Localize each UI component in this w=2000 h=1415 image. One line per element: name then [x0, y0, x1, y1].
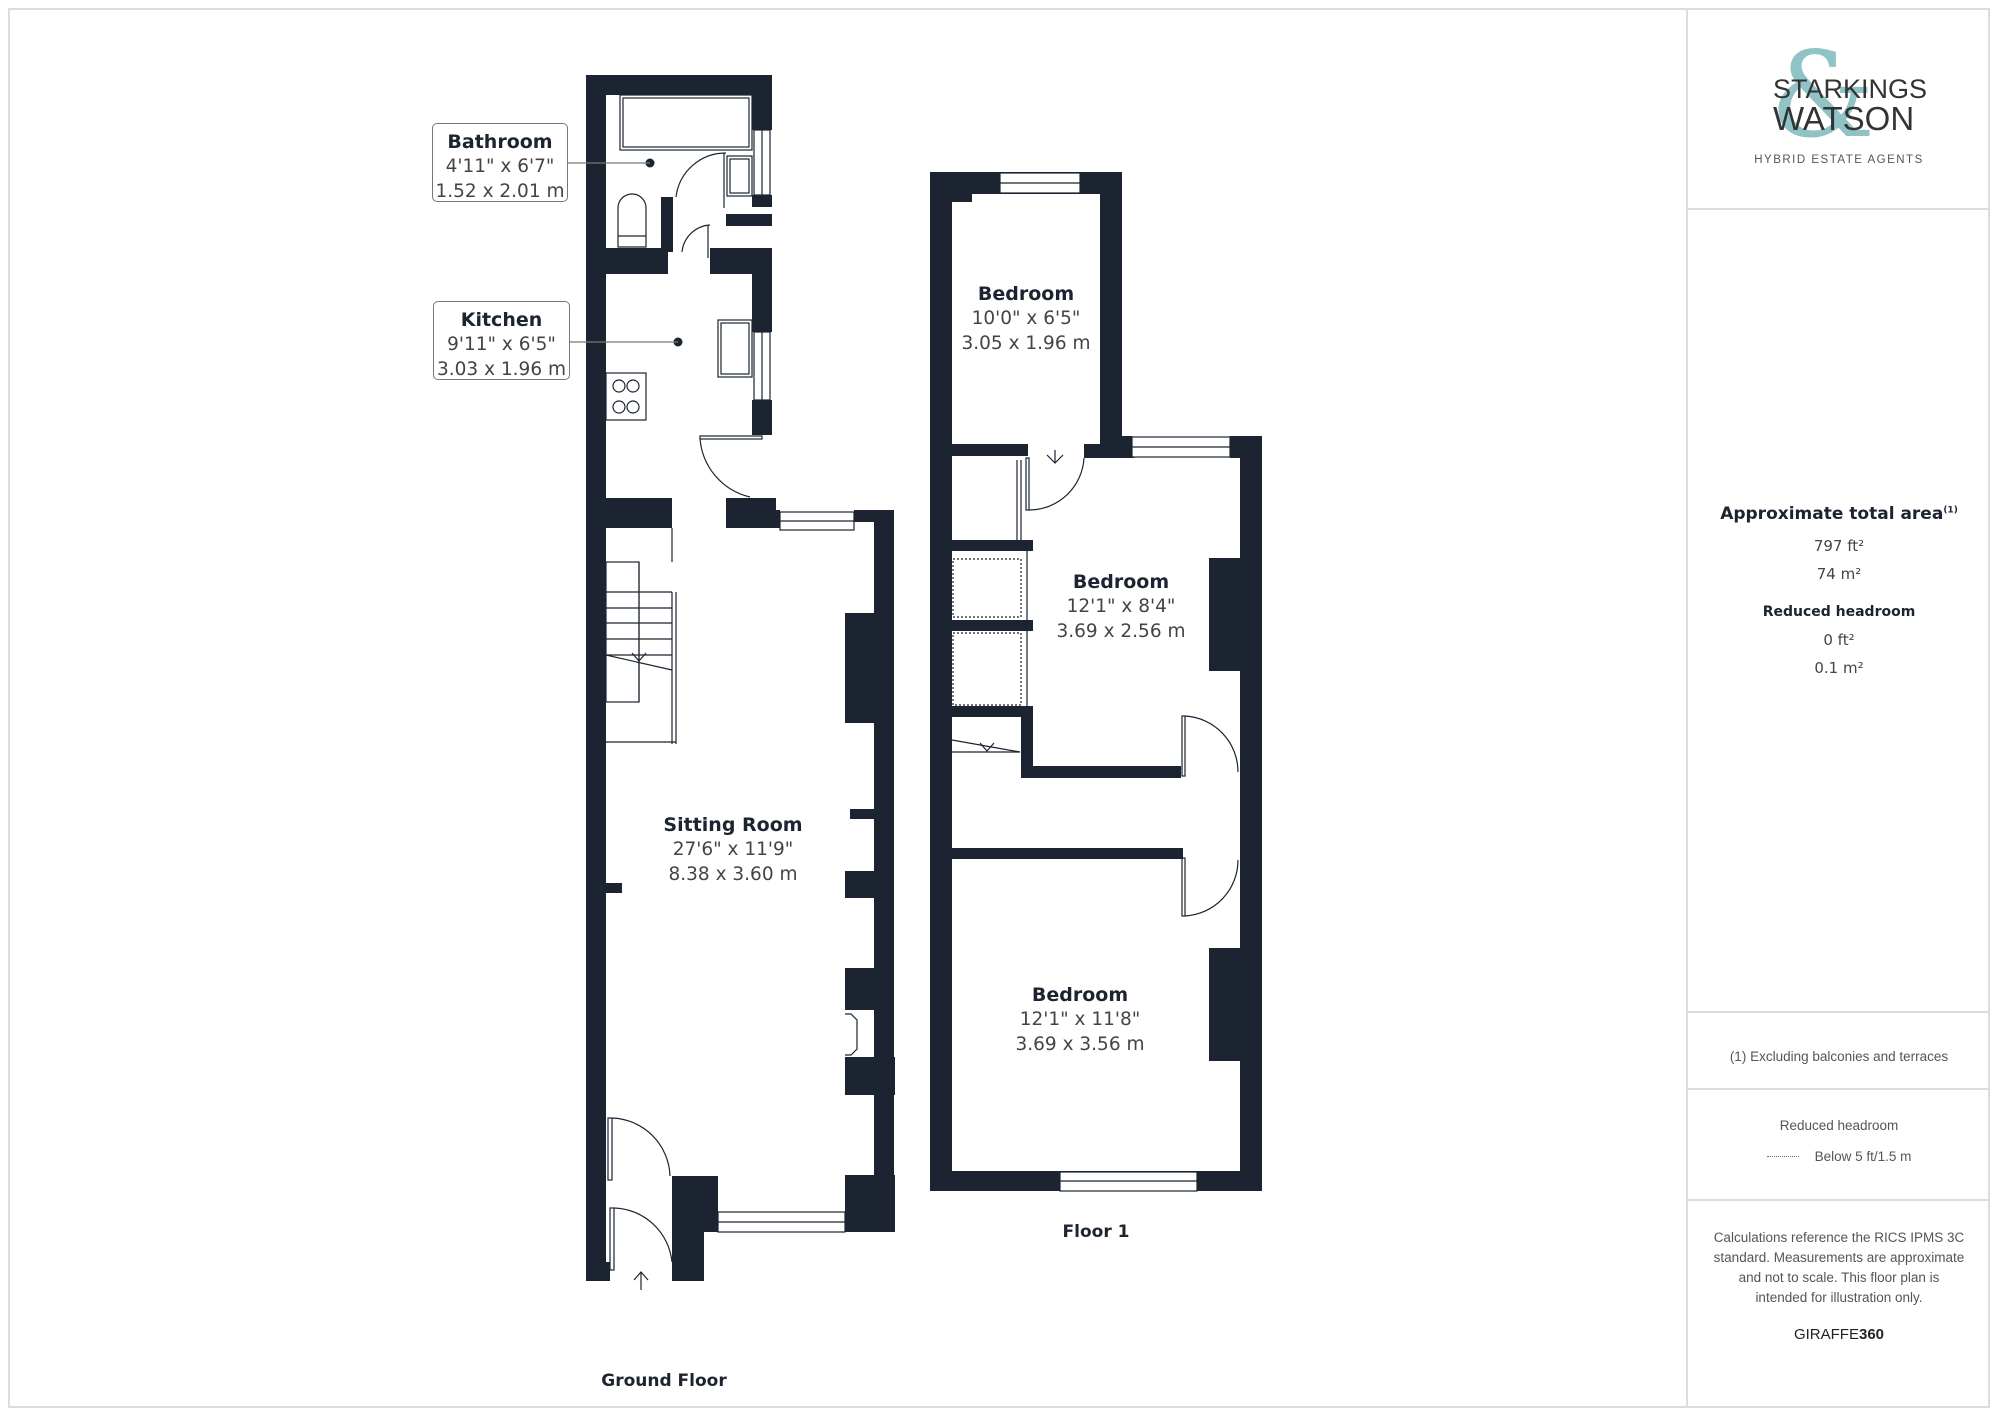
logo-line-2: WATSON [1773, 100, 1915, 137]
footnote: (1) Excluding balconies and terraces [1729, 1049, 1949, 1064]
callout-kitchen: Kitchen 9'11" x 6'5" 3.03 x 1.96 m [433, 301, 570, 380]
area-title: Approximate total area(1) [1720, 504, 1958, 524]
floor-label-ground: Ground Floor [601, 1371, 727, 1391]
room-name: Sitting Room [663, 814, 803, 836]
headroom-legend: Reduced headroom Below 5 ft/1.5 m [1688, 1118, 1990, 1164]
room-dim-metric: 3.05 x 1.96 m [961, 333, 1091, 354]
room-dim-imperial: 12'1" x 11'8" [1019, 1009, 1141, 1030]
room-dim-metric: 3.03 x 1.96 m [437, 359, 566, 380]
room-name: Bedroom [1072, 571, 1170, 593]
reduced-area-m: 0.1 m² [1814, 659, 1864, 677]
room-label-bedroom-1: Bedroom 10'0" x 6'5" 3.05 x 1.96 m [962, 282, 1091, 356]
ground-floor-fixtures [605, 94, 858, 1290]
disclaimer-section: Calculations reference the RICS IPMS 3C … [1688, 1228, 1990, 1343]
dotted-line-icon [1766, 1156, 1799, 1157]
room-name: Bedroom [1031, 984, 1129, 1006]
room-dim-imperial: 4'11" x 6'7" [445, 156, 555, 177]
divider [1688, 1011, 1990, 1013]
brand-logo: & STARKINGS WATSON HYBRID ESTATE AGENTS [1688, 8, 1990, 208]
room-dim-metric: 3.69 x 3.56 m [1015, 1034, 1145, 1055]
room-name: Bedroom [977, 283, 1075, 305]
callout-leaders [567, 162, 678, 343]
reduced-headroom-title: Reduced headroom [1762, 604, 1916, 620]
room-name: Bathroom [447, 131, 553, 153]
floor1-fixtures [951, 172, 1239, 1192]
ground-floor-walls [586, 75, 895, 1281]
total-area-m: 74 m² [1816, 565, 1862, 583]
room-label-bedroom-2: Bedroom 12'1" x 8'4" 3.69 x 2.56 m [1057, 570, 1186, 644]
divider [1688, 1199, 1990, 1201]
ampersand-mark: & [1770, 26, 1876, 164]
area-summary: Approximate total area(1) 797 ft² 74 m² … [1688, 504, 1990, 682]
room-dim-metric: 8.38 x 3.60 m [668, 864, 798, 885]
room-dim-metric: 3.69 x 2.56 m [1056, 621, 1186, 642]
info-sidebar: & STARKINGS WATSON HYBRID ESTATE AGENTS … [1686, 8, 1990, 1408]
giraffe360-brand: GIRAFFE360 [1793, 1326, 1885, 1343]
floor-label-floor-1: Floor 1 [1062, 1222, 1130, 1242]
room-dim-imperial: 12'1" x 8'4" [1066, 596, 1176, 617]
logo-tagline: HYBRID ESTATE AGENTS [1754, 154, 1924, 166]
divider [1688, 208, 1990, 210]
room-name: Kitchen [460, 309, 543, 331]
divider [1688, 1088, 1990, 1090]
footnote-marker: (1) [1943, 505, 1958, 516]
total-area-ft: 797 ft² [1813, 537, 1865, 555]
legend-row: Below 5 ft/1.5 m [1688, 1149, 1990, 1164]
reduced-area-ft: 0 ft² [1823, 631, 1855, 649]
legend-title: Reduced headroom [1779, 1118, 1899, 1133]
room-dim-imperial: 9'11" x 6'5" [447, 334, 556, 355]
page-frame [8, 8, 1990, 1408]
room-dim-imperial: 27'6" x 11'9" [672, 839, 794, 860]
logo-line-1: STARKINGS [1773, 74, 1928, 104]
callout-bathroom: Bathroom 4'11" x 6'7" 1.52 x 2.01 m [432, 123, 568, 202]
disclaimer-text: Calculations reference the RICS IPMS 3C … [1713, 1230, 1965, 1305]
room-label-bedroom-3: Bedroom 12'1" x 11'8" 3.69 x 3.56 m [1016, 983, 1145, 1057]
room-dim-imperial: 10'0" x 6'5" [971, 308, 1081, 329]
floor-plan-drawing [567, 75, 1262, 1290]
room-dim-metric: 1.52 x 2.01 m [435, 181, 565, 202]
legend-item: Below 5 ft/1.5 m [1814, 1149, 1912, 1164]
room-label-sitting-room: Sitting Room 27'6" x 11'9" 8.38 x 3.60 m [663, 813, 802, 887]
